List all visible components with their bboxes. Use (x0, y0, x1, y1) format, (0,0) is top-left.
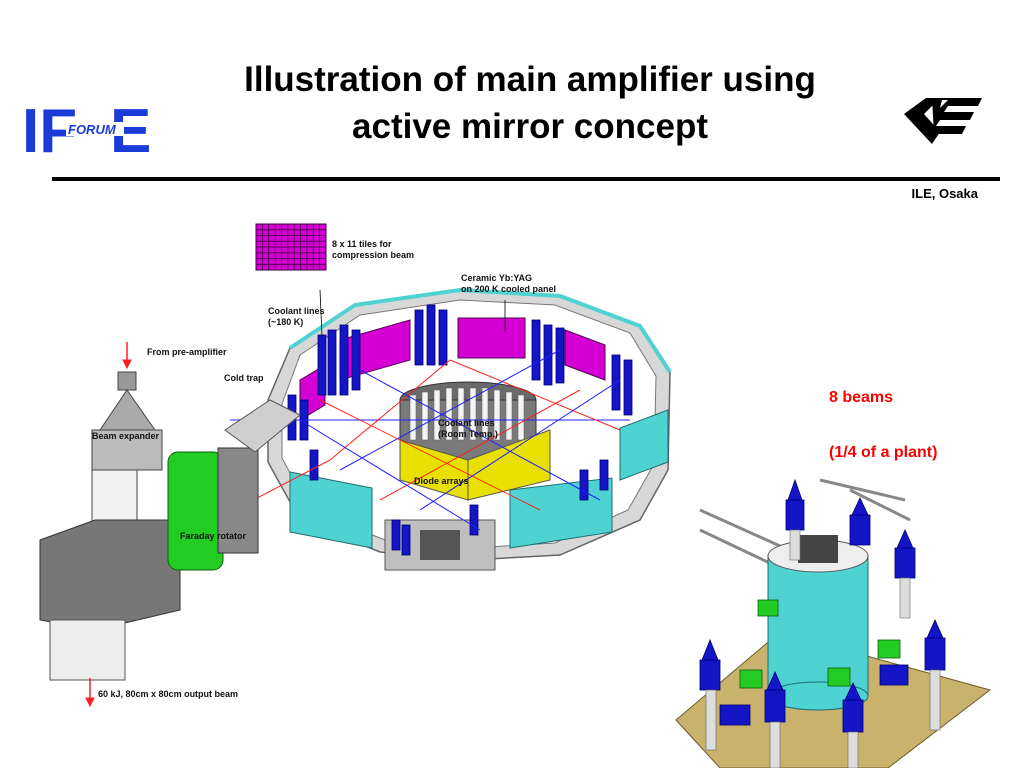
beam-expander (39, 371, 181, 681)
slide-title: Illustration of main amplifier using act… (190, 56, 870, 150)
title-line-2: active mirror concept (352, 107, 708, 146)
cold-trap-label: Cold trap (224, 373, 264, 383)
cold-trap (224, 399, 301, 453)
plant-illustration (675, 478, 992, 768)
beam-paths (99, 349, 630, 581)
beam-expander-label: Beam expander (92, 431, 160, 441)
diode-arrays-label: Diode arrays (414, 476, 469, 486)
ile-logo (904, 98, 982, 144)
header-divider (52, 177, 1000, 181)
coolant-room-label: Coolant lines (Room Temp.) (438, 418, 498, 439)
beams-note: 8 beams (829, 389, 894, 406)
ife-forum-logo: IF E FORUM (22, 100, 151, 158)
tiles-label: 8 x 11 tiles for compression beam (332, 239, 415, 260)
from-preamp-label: From pre-amplifier (147, 347, 227, 357)
affiliation-label: ILE, Osaka (911, 186, 978, 201)
tile-grid-icon (255, 223, 327, 271)
output-beam-label: 60 kJ, 80cm x 80cm output beam (98, 689, 239, 699)
ceramic-label: Ceramic Yb:YAG on 200 K cooled panel (461, 273, 557, 294)
coolant-cold-label: Coolant lines (~180 K) (268, 306, 325, 327)
plant-note: (1/4 of a plant) (829, 444, 938, 461)
faraday-rotator-label: Faraday rotator (180, 531, 247, 541)
faraday-rotator (167, 447, 259, 571)
beam-arrows (85, 289, 506, 708)
title-line-1: Illustration of main amplifier using (244, 60, 816, 99)
logo-forum-text: FORUM (68, 122, 117, 137)
